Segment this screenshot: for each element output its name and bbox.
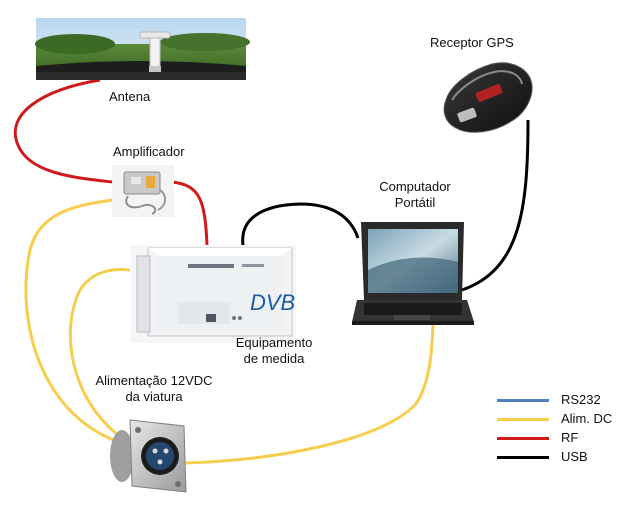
- legend-swatch-rs232: [497, 399, 549, 402]
- dvb-logo: DVB: [250, 290, 295, 315]
- legend-label-rs232: RS232: [561, 392, 601, 407]
- legend-swatch-usb: [497, 456, 549, 459]
- equipment-label: Equipamento de medida: [232, 335, 316, 367]
- legend-swatch-dc: [497, 418, 549, 421]
- gps-label: Receptor GPS: [430, 35, 514, 50]
- power-label-line1: Alimentação 12VDC: [95, 373, 213, 388]
- laptop-label-line1: Computador: [379, 179, 451, 194]
- power-socket: [110, 419, 187, 493]
- laptop-label: Computador Portátil: [373, 179, 457, 211]
- power-label-line2: da viatura: [125, 389, 183, 404]
- legend-swatch-rf: [497, 437, 549, 440]
- legend: RS232 Alim. DC RF USB: [497, 390, 617, 466]
- power-label: Alimentação 12VDC da viatura: [76, 373, 232, 405]
- laptop: [352, 222, 474, 325]
- legend-label-rf: RF: [561, 430, 579, 445]
- legend-label-usb: USB: [561, 449, 588, 464]
- antenna-label: Antena: [109, 89, 151, 104]
- legend-item-usb: USB: [497, 447, 617, 466]
- amplifier-label: Amplificador: [113, 144, 185, 159]
- amplifier-photo: [112, 165, 174, 217]
- rf-cable-amplifier-equipment: [171, 180, 209, 246]
- legend-item-rs232: RS232: [497, 390, 617, 409]
- legend-item-rf: RF: [497, 428, 617, 447]
- cables: [13, 78, 530, 465]
- dc-cable-power-laptop: [185, 324, 435, 465]
- legend-label-dc: Alim. DC: [561, 411, 613, 426]
- dc-cable-power-equipment: [68, 268, 131, 440]
- laptop-label-line2: Portátil: [394, 195, 436, 210]
- usb-cable-equipment-laptop: [241, 202, 360, 246]
- measurement-equipment: DVB: [130, 245, 296, 343]
- legend-item-dc: Alim. DC: [497, 409, 617, 428]
- rf-cable-antenna-amplifier: [13, 78, 113, 184]
- equipment-label-line1: Equipamento: [235, 335, 313, 350]
- equipment-label-line2: de medida: [243, 351, 305, 366]
- usb-cable-laptop-gps: [461, 119, 530, 292]
- dc-cable-power-amplifier: [24, 198, 129, 447]
- gps-receiver: [443, 62, 533, 133]
- antenna-photo: [35, 18, 250, 80]
